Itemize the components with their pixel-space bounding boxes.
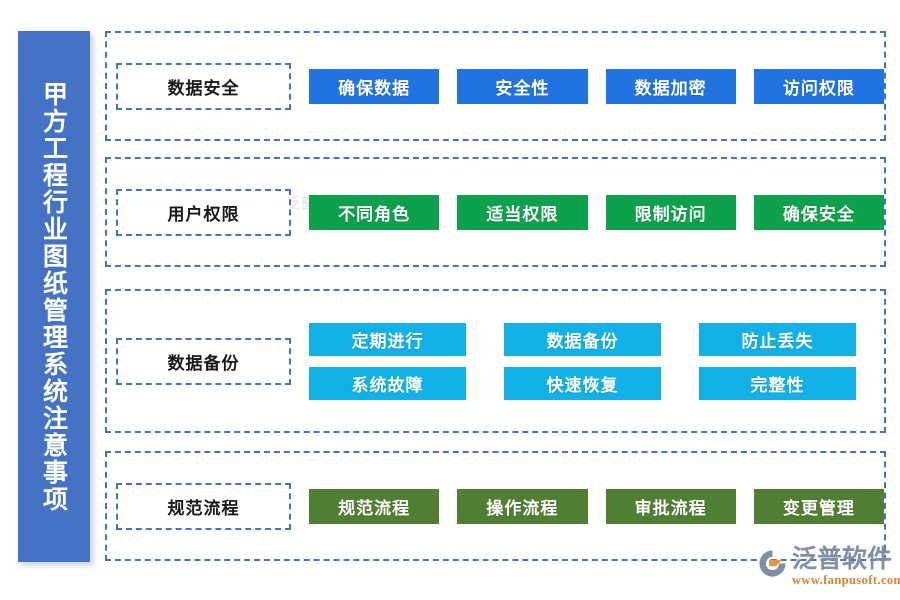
chip-row: 不同角色 适当权限 限制访问 确保安全: [309, 194, 884, 230]
section-standard-process: 规范流程 规范流程 操作流程 审批流程 变更管理: [105, 451, 886, 561]
chip-item[interactable]: 限制访问: [605, 194, 736, 230]
chip-row: 确保数据 安全性 数据加密 访问权限: [309, 68, 884, 104]
section-data-backup: 数据备份 定期进行 数据备份 防止丢失 系统故障 快速恢复 完整性: [105, 289, 886, 433]
chip-item[interactable]: 安全性: [457, 68, 588, 104]
section-label-box: 用户权限: [116, 188, 291, 236]
chip-item[interactable]: 数据备份: [504, 322, 661, 356]
section-items-area: 确保数据 安全性 数据加密 访问权限: [291, 68, 884, 104]
chip-item[interactable]: 访问权限: [753, 68, 884, 104]
chip-item[interactable]: 变更管理: [753, 488, 884, 524]
brand-logo: 泛普软件 www.fanpusoft.com: [757, 546, 900, 588]
company-logo-icon: [757, 548, 788, 579]
chip-item[interactable]: 数据加密: [605, 68, 736, 104]
section-label: 规范流程: [167, 498, 240, 519]
chip-item[interactable]: 定期进行: [309, 322, 466, 356]
chip-item[interactable]: 系统故障: [309, 366, 466, 400]
section-label: 数据备份: [167, 353, 240, 374]
chip-item[interactable]: 完整性: [699, 366, 856, 400]
chip-item[interactable]: 操作流程: [457, 488, 588, 524]
chip-grid: 定期进行 数据备份 防止丢失 系统故障 快速恢复 完整性: [309, 322, 856, 400]
section-label-box: 数据备份: [116, 337, 291, 385]
section-items-area: 定期进行 数据备份 防止丢失 系统故障 快速恢复 完整性: [291, 322, 884, 400]
section-label-box: 数据安全: [116, 62, 291, 110]
section-label: 数据安全: [167, 78, 240, 99]
chip-item[interactable]: 审批流程: [605, 488, 736, 524]
section-items-area: 规范流程 操作流程 审批流程 变更管理: [291, 488, 884, 524]
brand-text: 泛普软件 www.fanpusoft.com: [792, 546, 900, 588]
section-items-area: 不同角色 适当权限 限制访问 确保安全: [291, 194, 884, 230]
chip-item[interactable]: 确保数据: [309, 68, 440, 104]
chip-row: 系统故障 快速恢复 完整性: [309, 366, 856, 400]
chip-item[interactable]: 适当权限: [457, 194, 588, 230]
chip-item[interactable]: 规范流程: [309, 488, 440, 524]
section-label: 用户权限: [167, 204, 240, 225]
chip-item[interactable]: 防止丢失: [699, 322, 856, 356]
chip-item[interactable]: 确保安全: [753, 194, 884, 230]
vertical-title-bar: 甲方工程行业图纸管理系统注意事项: [18, 31, 90, 562]
chip-row: 定期进行 数据备份 防止丢失: [309, 322, 856, 356]
chip-item[interactable]: 不同角色: [309, 194, 440, 230]
section-label-box: 规范流程: [116, 482, 291, 530]
brand-name: 泛普软件: [792, 544, 893, 573]
brand-url: www.fanpusoft.com: [792, 573, 900, 587]
page-title: 甲方工程行业图纸管理系统注意事项: [39, 80, 69, 513]
chip-row: 规范流程 操作流程 审批流程 变更管理: [309, 488, 884, 524]
section-user-permissions: 用户权限 不同角色 适当权限 限制访问 确保安全: [105, 157, 886, 267]
chip-item[interactable]: 快速恢复: [504, 366, 661, 400]
section-data-security: 数据安全 确保数据 安全性 数据加密 访问权限: [105, 31, 886, 141]
